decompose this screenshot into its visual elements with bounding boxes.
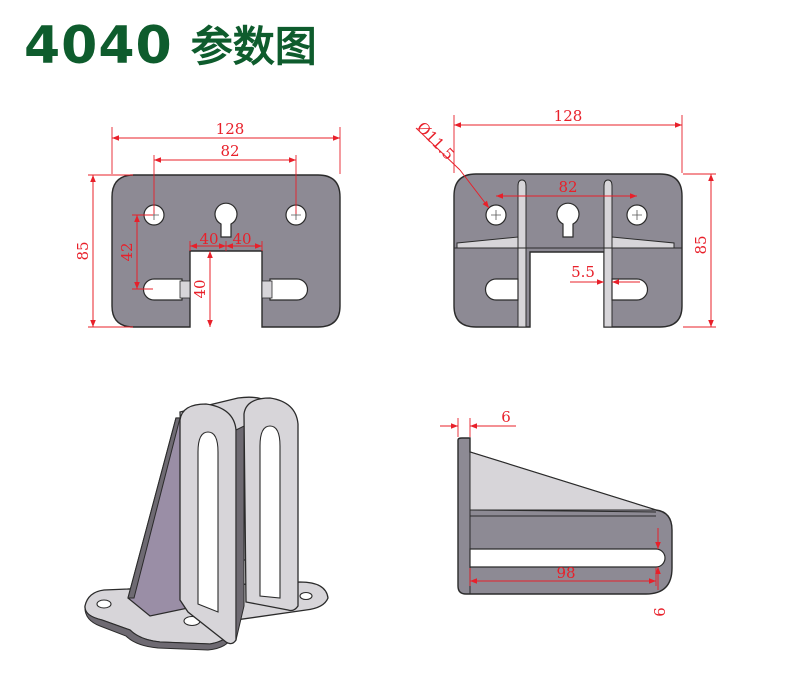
title-model-number: 4040	[24, 16, 173, 76]
front-slot-right	[269, 278, 309, 301]
title-label: 参数图	[190, 22, 317, 71]
front-hole-height-dim: 42	[118, 242, 136, 261]
front-height-dim: 85	[74, 241, 92, 260]
back-height-dim: 85	[692, 235, 710, 254]
side-view: 6 98 9	[440, 408, 673, 617]
front-slot-left-dim: 40	[199, 230, 218, 248]
front-keyhole	[214, 202, 238, 238]
back-width-dim: 128	[554, 107, 583, 125]
back-keyhole	[556, 202, 580, 238]
back-hole-diameter-dim: Ø11.5	[413, 118, 458, 163]
back-slot-left	[484, 278, 519, 301]
front-slot-left	[142, 278, 183, 301]
side-thickness-dim: 6	[501, 408, 511, 426]
side-slot	[469, 548, 666, 568]
front-slot-right-dim: 40	[232, 230, 251, 248]
back-plate-outline	[453, 173, 683, 328]
front-hole-spacing-dim: 82	[220, 142, 239, 160]
back-hole-spacing-dim: 82	[558, 178, 577, 196]
back-slot-right	[611, 278, 649, 301]
front-view: 128 82 85 42 40 40 40	[74, 120, 341, 328]
side-slot-length-dim: 98	[556, 564, 575, 582]
isometric-view	[84, 396, 329, 651]
side-slot-width-dim: 9	[650, 607, 668, 617]
page-title: 4040 参数图	[24, 14, 317, 79]
front-slot-depth-dim: 40	[191, 279, 209, 298]
back-rib-thickness-dim: 5.5	[571, 263, 595, 281]
front-width-dim: 128	[216, 120, 245, 138]
back-view: 128 82 85 Ø11.5 5.5	[413, 107, 716, 328]
